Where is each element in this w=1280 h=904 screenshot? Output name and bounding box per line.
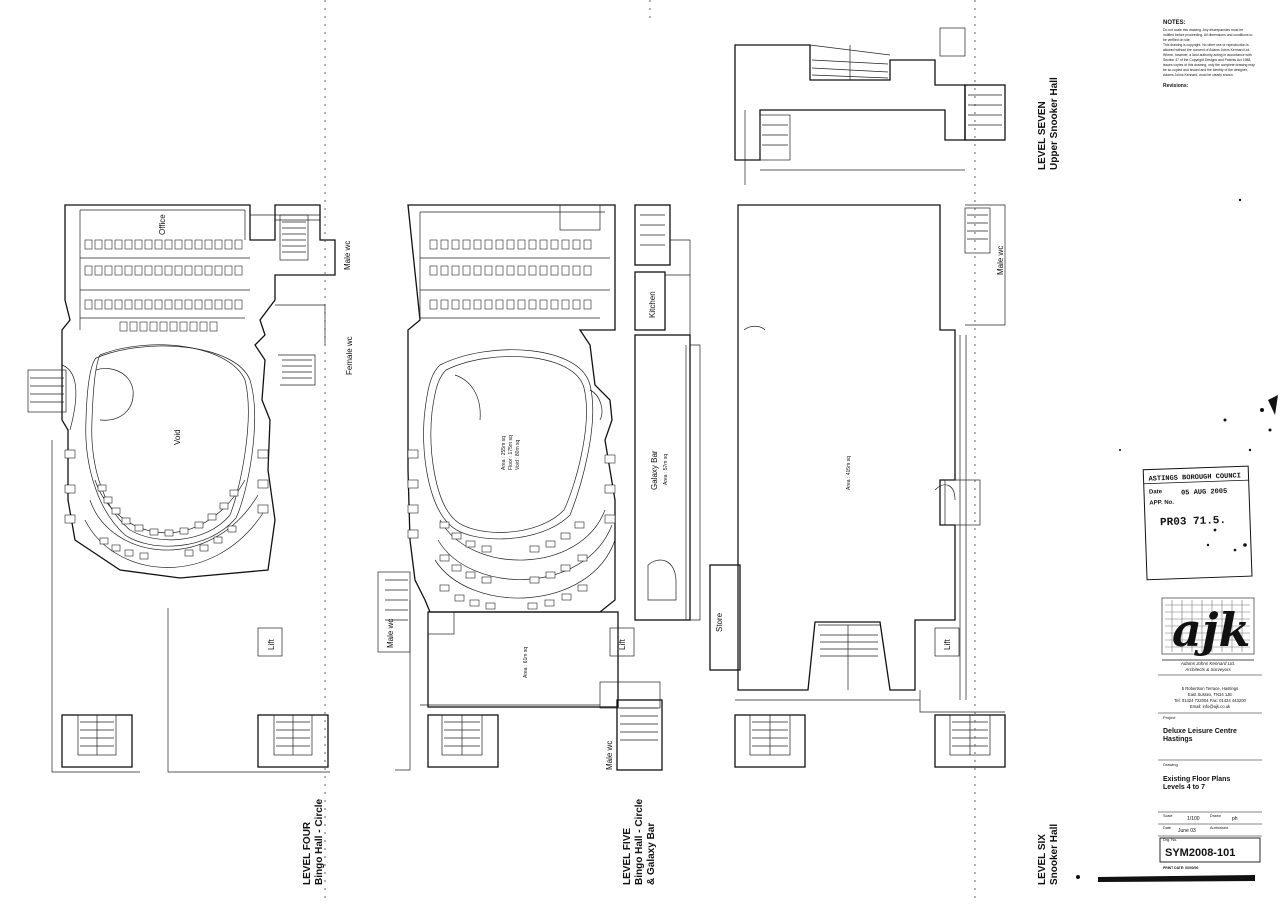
firm-address-2: East Sussex, TN34 1JE: [1188, 692, 1232, 697]
room-circle-floor: Floor : 175m sq: [508, 435, 514, 470]
level-five-title: LEVEL FIVE: [622, 828, 633, 885]
project-label: Project: [1163, 715, 1176, 720]
level-six-plan: [709, 204, 1006, 768]
firm-role: Architects & Surveyors: [1184, 667, 1231, 672]
notes-line-10: Adams Johns Kennard, must be clearly sho…: [1163, 73, 1234, 77]
drawing-line-2: Levels 4 to 7: [1163, 784, 1205, 791]
room-galaxy-bar: Galaxy Bar: [650, 450, 659, 490]
room-male-wc-2: Male wc: [386, 619, 395, 648]
level-five-seating: [407, 239, 616, 610]
room-male-wc-3: Male wc: [605, 741, 614, 770]
room-male-wc-4: Male wc: [996, 246, 1005, 275]
drg-number: SYM2008-101: [1165, 847, 1235, 859]
room-lift-2: Lift: [618, 639, 627, 650]
drawing-line-1: Existing Floor Plans: [1163, 776, 1230, 783]
drawn-value: ph: [1232, 816, 1238, 822]
room-lift-3: Lift: [943, 639, 952, 650]
notes-block: NOTES: Do not scale this drawing. Any di…: [1163, 20, 1255, 89]
scale-value: 1/100: [1187, 816, 1200, 822]
firm-tel: Tel: 01424 722004 Fax: 01424 443200: [1174, 698, 1246, 703]
level-six-title: LEVEL SIX: [1037, 834, 1048, 885]
firm-address-1: 5 Robertson Terrace, Hastings: [1182, 686, 1238, 691]
project-line-1: Deluxe Leisure Centre: [1163, 728, 1237, 735]
plan-room-labels: Office Void Male wc Female wc Lift Kitch…: [158, 214, 1005, 770]
notes-line-1: Do not scale this drawing. Any discrepan…: [1163, 28, 1243, 32]
date-value: June 03: [1178, 828, 1196, 834]
room-circle-area: Area : 255m sq: [501, 436, 507, 470]
level-five-subtitle: Bingo Hall - Circle: [634, 798, 645, 885]
stamp-council: ASTINGS BOROUGH COUNCI: [1148, 472, 1241, 483]
project-line-2: Hastings: [1163, 736, 1193, 743]
logo-text: ajk: [1172, 603, 1250, 657]
redaction-bar: [1098, 875, 1255, 882]
firm-logo: ajk Adams Johns Kennard Ltd. Architects …: [1161, 597, 1255, 672]
level-titles: LEVEL FOUR Bingo Hall - Circle LEVEL FIV…: [302, 77, 1060, 885]
room-circle-void: Void : 80m sq: [515, 439, 521, 470]
notes-line-9: be so copied and issued and the identity…: [1163, 68, 1248, 72]
notes-line-3: be verified on site.: [1163, 38, 1191, 42]
drawing-label: Drawing: [1163, 762, 1178, 767]
notes-line-6: Where, however, a land authority acting …: [1163, 53, 1252, 57]
notes-line-7: Section 47 of the Copyright Designs and …: [1163, 58, 1251, 62]
notes-line-5: allowed without the consent of Adams Joh…: [1163, 48, 1250, 52]
level-seven-plan: [734, 27, 1006, 185]
room-lift-1: Lift: [267, 639, 276, 650]
room-female-wc: Female wc: [345, 336, 354, 375]
room-store: Store: [715, 612, 724, 632]
drg-label: Drg. No.: [1163, 838, 1177, 842]
level-six-subtitle: Snooker Hall: [1049, 824, 1060, 885]
level-seven-subtitle: Upper Snooker Hall: [1049, 77, 1060, 170]
level-four-title: LEVEL FOUR: [302, 821, 313, 885]
date-label: Date: [1163, 826, 1171, 830]
notes-heading: NOTES:: [1163, 20, 1186, 26]
room-hall-area: Area : 415m sq: [846, 456, 852, 490]
fold-lines: [324, 0, 976, 904]
firm-email: Email: info@ajk.co.uk: [1190, 704, 1231, 709]
title-block: 5 Robertson Terrace, Hastings East Susse…: [1098, 674, 1262, 882]
print-date: PRINT DATE: 00/00/00: [1163, 866, 1198, 870]
room-office: Office: [158, 214, 167, 235]
scan-speckles: [1076, 198, 1278, 879]
council-stamp: ASTINGS BOROUGH COUNCI Date 05 AUG 2005 …: [1142, 465, 1253, 581]
level-four-seating: [64, 239, 269, 568]
level-five-subtitle-2: & Galaxy Bar: [646, 823, 657, 885]
room-void: Void: [173, 429, 182, 445]
drawn-label: Drawn: [1210, 814, 1221, 818]
stamp-app-value: PR03 71.5.: [1160, 515, 1226, 529]
room-galaxy-area: Area : 57m sq: [663, 454, 669, 485]
level-four-subtitle: Bingo Hall - Circle: [314, 798, 325, 885]
stamp-app-label: APP. No.: [1149, 500, 1174, 507]
notes-line-4: This drawing is copyright. No other use …: [1163, 43, 1249, 47]
stamp-date-value: 05 AUG 2005: [1181, 488, 1227, 498]
level-seven-title: LEVEL SEVEN: [1037, 101, 1048, 170]
room-male-wc-1: Male wc: [343, 241, 352, 270]
firm-name: Adams Johns Kennard Ltd.: [1180, 661, 1235, 666]
notes-line-2: notified before proceeding. All dimensio…: [1163, 33, 1252, 37]
revisions-label: Revisions:: [1163, 83, 1189, 89]
stamp-date-label: Date: [1149, 489, 1163, 495]
notes-line-8: issues copies of this drawing, only the …: [1163, 63, 1255, 67]
room-kitchen: Kitchen: [648, 291, 657, 318]
scale-label: Scale: [1163, 814, 1173, 818]
authorised-label: Authorised: [1210, 826, 1228, 830]
room-lower-area: Area : 61m sq: [523, 647, 529, 678]
